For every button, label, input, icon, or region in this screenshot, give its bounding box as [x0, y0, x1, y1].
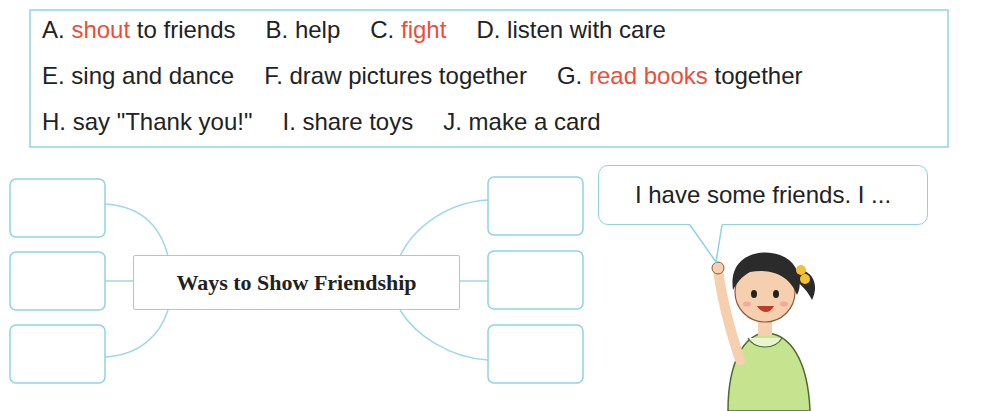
option-item: A.shout to friends — [42, 16, 236, 44]
option-item: G. read bookstogether — [557, 62, 803, 90]
option-text: J. make a card — [443, 108, 600, 135]
option-text: H. say "Thank you!" — [42, 108, 252, 135]
option-item: I. share toys — [282, 108, 413, 136]
girl-illustration — [712, 253, 815, 411]
option-text: I. share toys — [282, 108, 413, 135]
option-item: J. make a card — [443, 108, 600, 136]
option-item: C. fight — [370, 16, 446, 44]
option-text: G. — [557, 62, 582, 89]
highlighted-word: shout — [71, 16, 130, 43]
option-text: to friends — [137, 16, 236, 43]
option-text: B. help — [266, 16, 341, 43]
option-row: E. sing and dance F. draw pictures togeth… — [42, 62, 803, 90]
option-item: B. help — [266, 16, 341, 44]
option-item: E. sing and dance — [42, 62, 234, 90]
option-text: F. draw pictures together — [264, 62, 527, 89]
center-box: Ways to Show Friendship — [133, 255, 460, 310]
option-text: E. sing and dance — [42, 62, 234, 89]
highlighted-word: read books — [589, 62, 708, 89]
branch-lines — [105, 200, 488, 360]
node-text: I have some friends. I ... — [635, 181, 891, 209]
node-text: Ways to Show Friendship — [176, 270, 416, 296]
option-row: H. say "Thank you!" I. share toys J. make … — [42, 108, 601, 136]
empty-answer-boxes — [10, 177, 583, 383]
option-row: A.shout to friends B. help C. fight D. listen… — [42, 16, 666, 44]
option-text: D. listen with care — [476, 16, 665, 43]
speech-bubble: I have some friends. I ... — [598, 165, 928, 225]
option-item: H. say "Thank you!" — [42, 108, 252, 136]
option-text: A. — [42, 16, 65, 43]
option-item: D. listen with care — [476, 16, 665, 44]
option-item: F. draw pictures together — [264, 62, 527, 90]
highlighted-word: fight — [401, 16, 446, 43]
option-box — [30, 10, 948, 147]
option-text: C. — [370, 16, 394, 43]
option-text: together — [714, 62, 802, 89]
